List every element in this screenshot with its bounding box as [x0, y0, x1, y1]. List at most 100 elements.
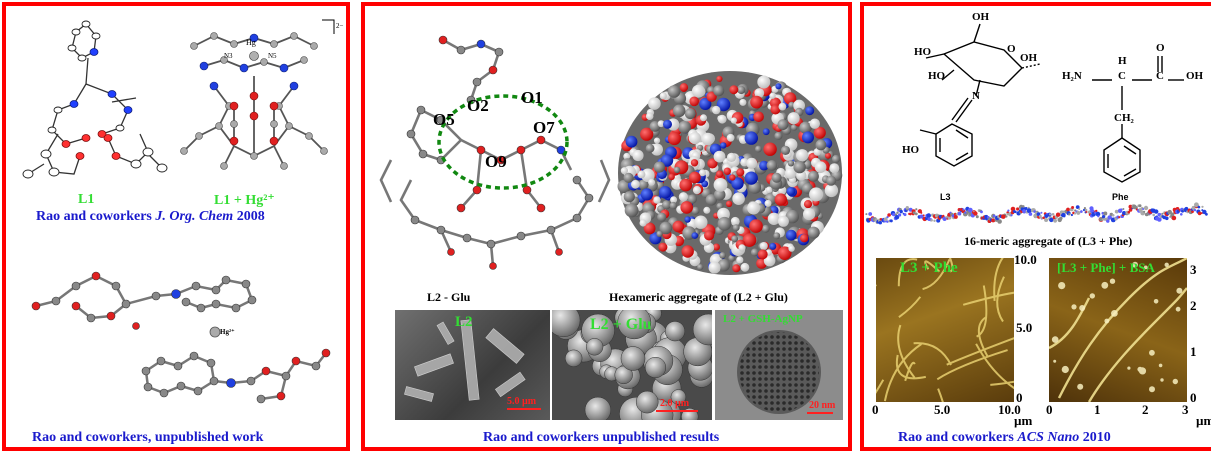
tem-label-l2-gsh-agnp: L2 + GSH-AgNP: [723, 313, 803, 325]
atom-sphere: [692, 186, 702, 195]
chain-atom: [1118, 216, 1121, 219]
afm-fiber: [876, 379, 885, 394]
microsphere: [644, 356, 667, 379]
atom-sphere: [736, 168, 745, 177]
afm-fiber: [883, 343, 922, 402]
chain-atom: [1191, 210, 1194, 213]
atom-sphere: [803, 208, 816, 221]
bsa-particle: [1051, 336, 1059, 343]
afm2-unit: µm: [1196, 413, 1211, 428]
atom-sphere: [667, 85, 681, 98]
atom-sphere: [672, 220, 685, 233]
afm1-ytick: 10.0: [1014, 252, 1037, 267]
afm2-ytick: 3: [1190, 262, 1197, 277]
atom-sphere: [796, 149, 809, 162]
bsa-particle: [1104, 318, 1110, 324]
chain-atom: [1122, 211, 1127, 216]
atom-sphere: [662, 200, 671, 210]
chain-atom: [892, 212, 896, 217]
atom-sphere: [684, 216, 691, 223]
atom-sphere: [826, 175, 837, 186]
chain-atom: [1197, 211, 1202, 216]
chain-atom: [920, 211, 923, 214]
scale-bar: [807, 412, 833, 414]
atom-sphere: [786, 186, 796, 196]
atom-sphere: [778, 102, 787, 111]
chain-atom: [1071, 206, 1075, 209]
afm-fiber: [948, 258, 954, 273]
atom-sphere: [746, 157, 758, 169]
atom-sphere: [713, 85, 725, 97]
chain-atom: [928, 213, 931, 216]
atom-sphere: [765, 186, 773, 194]
chain-atom: [1005, 215, 1008, 218]
chain-atom: [1002, 214, 1006, 219]
afm1-xtick: 0: [872, 402, 879, 417]
atom-sphere: [620, 167, 628, 175]
bsa-particle: [1138, 367, 1147, 375]
chain-atom: [1040, 211, 1043, 214]
bsa-particle: [1164, 262, 1169, 267]
atom-sphere: [742, 233, 757, 247]
atom-sphere: [716, 97, 731, 112]
chain-atom: [1055, 212, 1061, 217]
afm-image-l3-phe-bsa: [L3 + Phe] + BSA: [1049, 258, 1187, 402]
chain-atom: [899, 209, 903, 214]
sixteen-meric-aggregate-chain: [865, 202, 1208, 225]
label-l1: L1: [78, 192, 95, 207]
atom-sphere: [731, 235, 739, 243]
sugar-anthracene-model-1: [31, 271, 257, 330]
tem-image-l2-gsh-agnp: L2 + GSH-AgNP 20 nm: [715, 310, 843, 420]
atom-sphere: [663, 119, 672, 129]
atom-sphere: [740, 262, 750, 272]
chem-label-c-alpha: C: [1118, 70, 1126, 82]
atom-sphere: [799, 121, 812, 134]
atom-sphere: [703, 206, 711, 214]
chain-atom: [1143, 205, 1149, 211]
afm2-ytick: 0: [1190, 390, 1197, 405]
chain-atom: [1070, 213, 1073, 217]
atom-sphere: [669, 201, 677, 210]
atom-sphere: [659, 221, 673, 235]
hg-atom-label: Hg: [246, 38, 256, 47]
chain-atom: [1076, 210, 1081, 215]
atom-sphere: [744, 131, 758, 145]
atom-sphere: [623, 172, 634, 183]
atom-sphere: [747, 201, 761, 215]
atom-sphere: [739, 98, 747, 106]
chain-atom: [997, 219, 1002, 224]
chain-atom: [1095, 209, 1098, 212]
chain-atom: [878, 221, 882, 225]
chain-atom: [909, 212, 912, 216]
afm1-unit: µm: [1014, 413, 1033, 428]
atom-sphere: [653, 196, 661, 204]
phe-chemical-structure: [1092, 56, 1184, 183]
microsphere: [664, 321, 686, 342]
atom-sphere: [725, 200, 733, 207]
citation-jorgchem: Rao and coworkers J. Org. Chem 2008: [36, 209, 265, 224]
chain-atom: [1059, 216, 1063, 220]
microsphere: [635, 390, 659, 414]
chain-atom: [1014, 210, 1017, 214]
chain-atom: [1099, 217, 1103, 222]
atom-sphere: [785, 229, 797, 241]
chain-atom: [1202, 209, 1207, 215]
chain-atom: [953, 214, 958, 219]
atom-sphere: [699, 169, 706, 177]
atom-sphere: [653, 137, 661, 144]
afm-fiber: [922, 259, 951, 291]
bsa-particle: [1149, 349, 1155, 356]
chain-atom: [1078, 208, 1081, 210]
afm-fiber: [897, 324, 916, 379]
chem-label-h2n: H₂N: [1062, 70, 1082, 82]
bsa-particle: [1061, 365, 1069, 374]
afm-fiber: [937, 388, 944, 402]
microsphere: [585, 338, 604, 356]
atom-label-o7: O7: [533, 118, 555, 137]
bsa-particle: [1149, 386, 1155, 393]
hg-ion-sphere: [209, 326, 221, 338]
atom-sphere: [716, 75, 723, 82]
atom-sphere: [759, 160, 769, 171]
chain-atom: [1062, 210, 1065, 213]
atom-sphere: [720, 142, 727, 149]
